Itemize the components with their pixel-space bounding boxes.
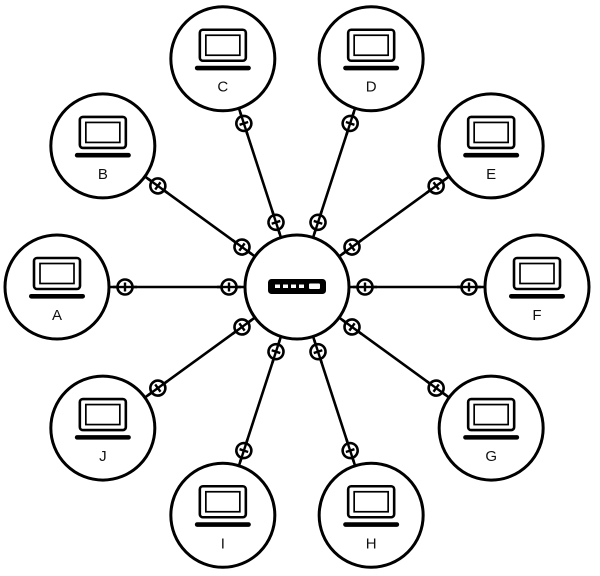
node-F: F [483,233,591,341]
node-label: A [52,307,62,324]
node-B: B [49,92,157,200]
node-label: C [217,79,228,96]
node-H: H [317,461,425,569]
coupling-icon [231,238,253,256]
coupling-icon [235,438,253,463]
nodes: A B C D E F G H I J [3,5,591,569]
coupling-icon [341,438,359,463]
laptop-icon [463,115,520,158]
node-J: J [49,374,157,482]
node-label: J [99,448,107,465]
node-A: A [3,233,111,341]
hub-node [243,233,351,341]
node-label: B [98,166,108,183]
laptop-icon [29,256,85,299]
coupling-icon [353,278,377,296]
coupling-icon [113,278,137,296]
coupling-icon [147,177,169,195]
laptop-icon [194,28,251,71]
coupling-icon [235,111,253,136]
node-label: G [485,448,497,465]
coupling-icon [267,339,285,364]
coupling-icon [341,318,363,336]
node-D: D [317,5,425,113]
coupling-icon [267,210,285,235]
node-label: I [221,535,225,552]
node-label: E [486,166,496,183]
coupling-icon [425,379,447,397]
coupling-icon [341,111,359,136]
laptop-icon [74,115,131,158]
coupling-icon [231,318,253,336]
coupling-icon [341,238,363,256]
node-E: E [437,92,545,200]
node-I: I [169,461,277,569]
coupling-icon [147,379,169,397]
laptop-icon [194,484,251,527]
laptop-icon [74,397,131,440]
node-label: D [366,79,377,96]
coupling-icon [309,339,327,364]
coupling-icon [457,278,481,296]
node-C: C [169,5,277,113]
coupling-icon [309,210,327,235]
laptop-icon [343,484,400,527]
node-G: G [437,374,545,482]
node-label: F [532,307,541,324]
laptop-icon [463,397,520,440]
coupling-icon [425,177,447,195]
laptop-icon [343,28,400,71]
switch-icon [268,279,326,294]
coupling-icon [217,278,241,296]
node-label: H [366,535,377,552]
laptop-icon [509,256,565,299]
